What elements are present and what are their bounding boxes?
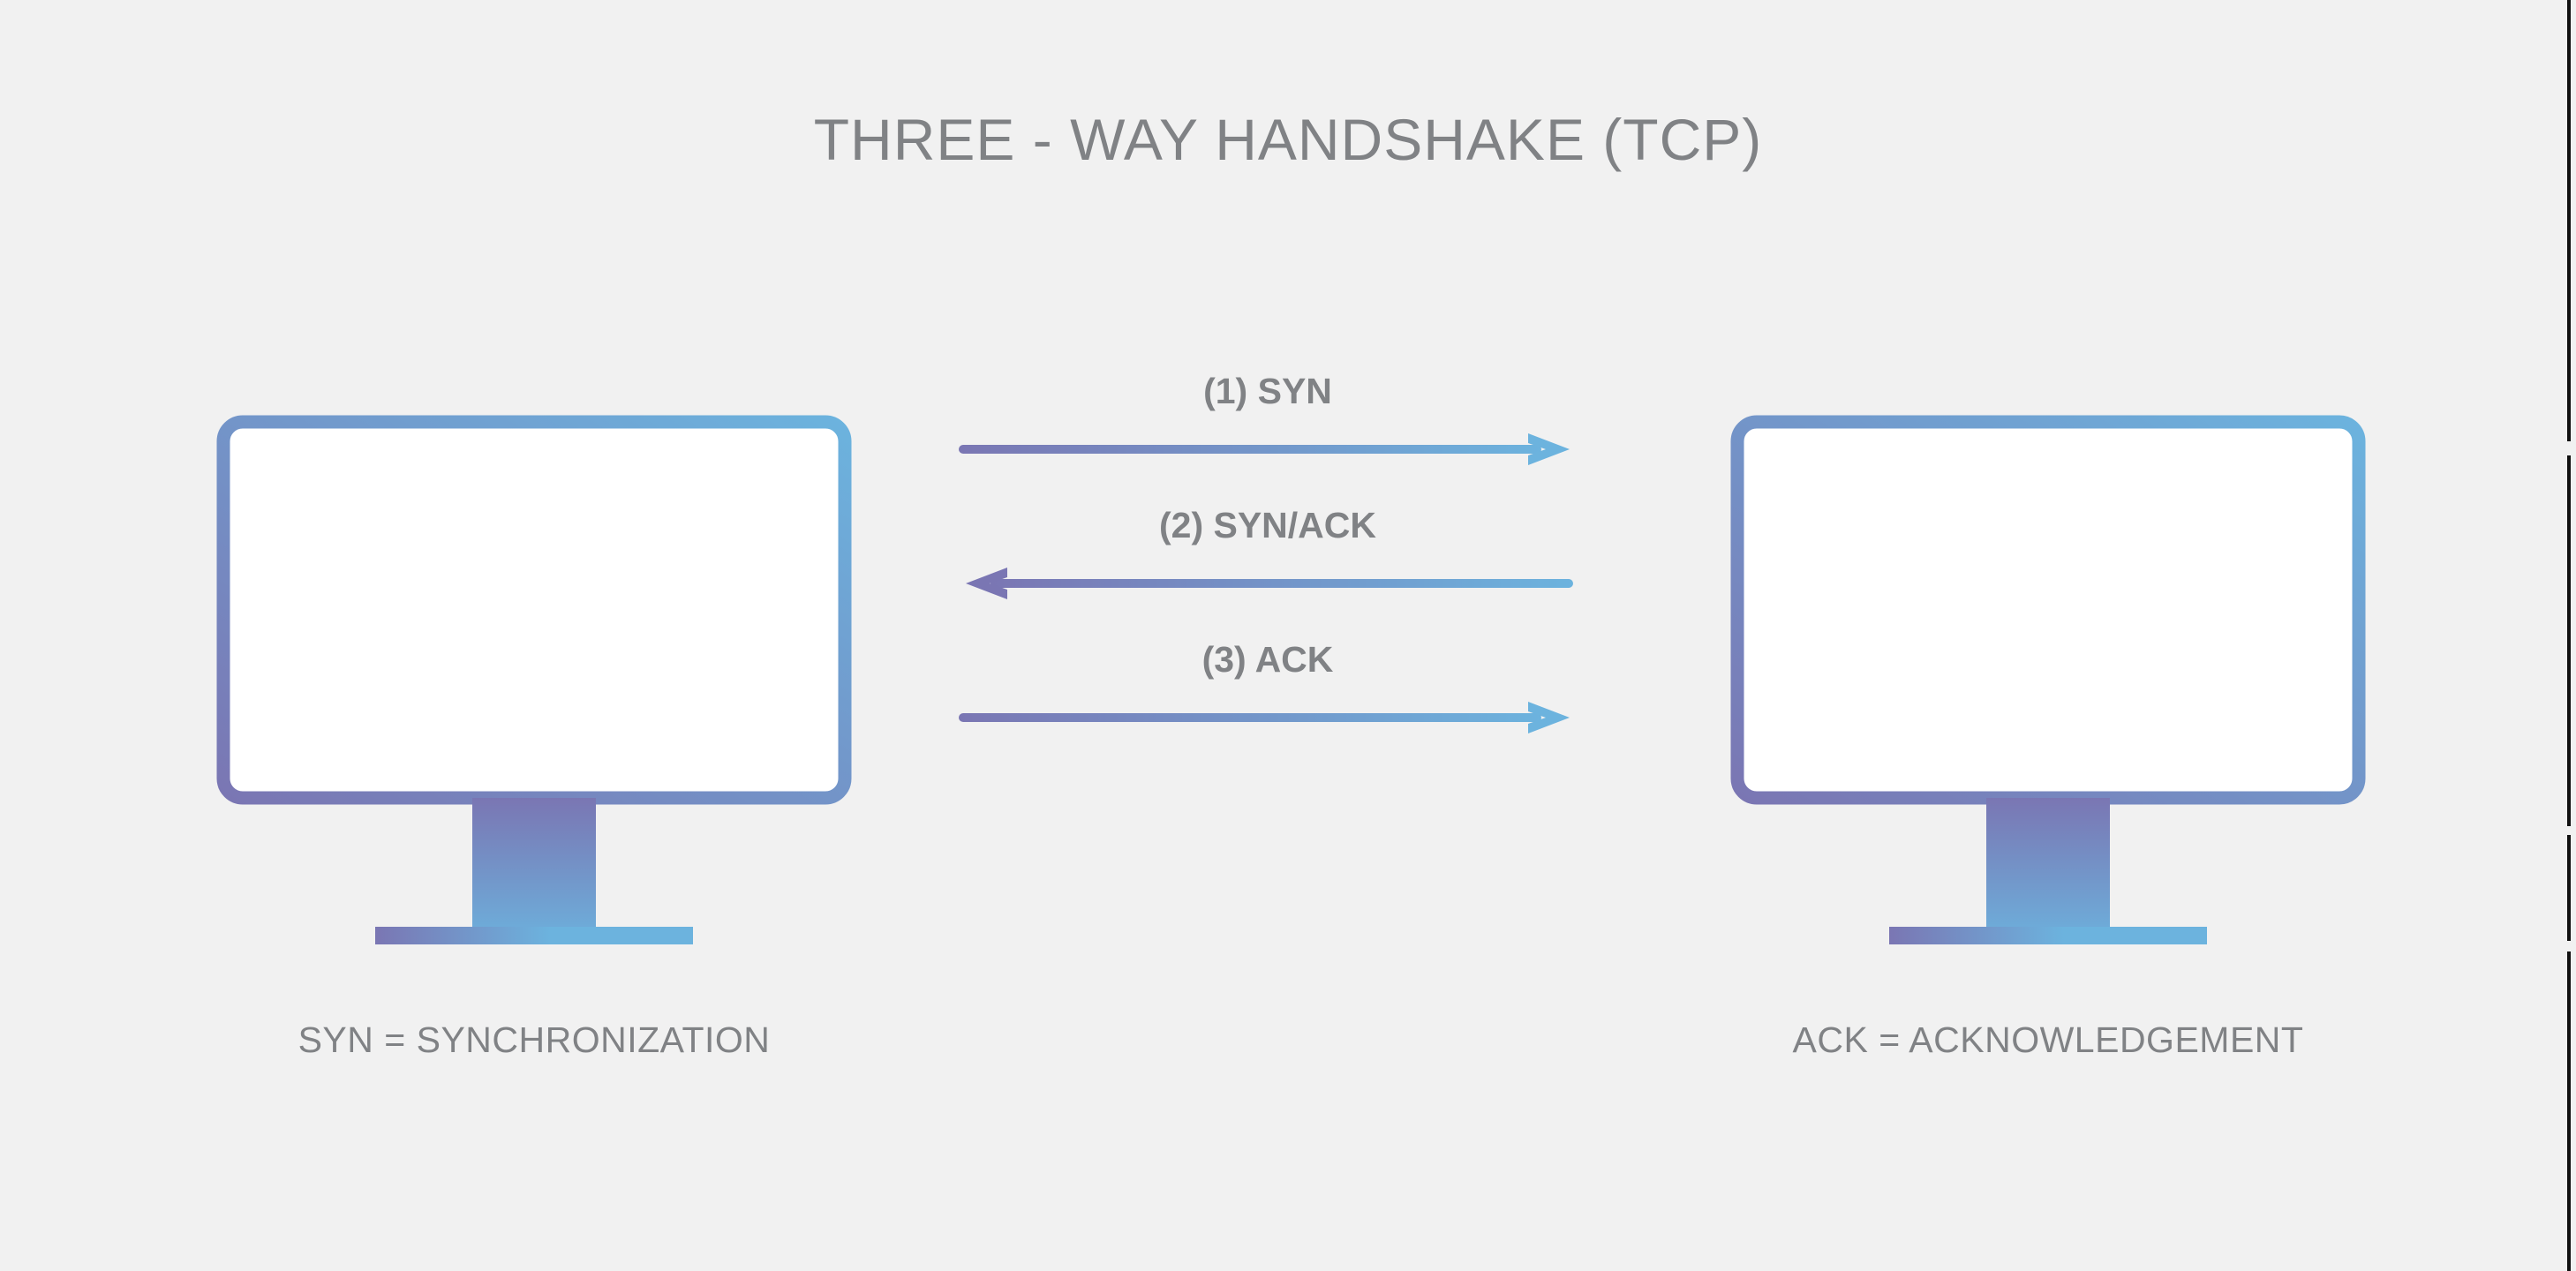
- arrow-right-icon: [959, 425, 1577, 473]
- message-step-1: (1) SYN: [959, 371, 1577, 477]
- message-step-2: (2) SYN/ACK: [959, 505, 1577, 611]
- message-label-3: (3) ACK: [1201, 639, 1334, 680]
- window-edge-segment: [2567, 0, 2571, 441]
- monitor-icon: [216, 415, 852, 944]
- window-edge-segment: [2567, 835, 2571, 941]
- device-caption-server: ACK = ACKNOWLEDGEMENT: [1792, 1019, 2304, 1060]
- message-label-1: (1) SYN: [1203, 371, 1332, 411]
- page-title: THREE - WAY HANDSHAKE (TCP): [813, 107, 1763, 172]
- device-caption-client: SYN = SYNCHRONIZATION: [298, 1019, 771, 1060]
- message-step-3: (3) ACK: [959, 639, 1577, 745]
- window-edge-segment: [2567, 455, 2571, 826]
- device-client: [216, 415, 852, 944]
- window-edge-segment: [2567, 951, 2571, 1271]
- device-server: [1730, 415, 2366, 944]
- arrow-right-icon: [959, 694, 1577, 741]
- message-label-2: (2) SYN/ACK: [1158, 505, 1377, 545]
- arrow-left-icon: [959, 560, 1577, 607]
- window-edge-line: [2567, 0, 2571, 1271]
- monitor-icon: [1730, 415, 2366, 944]
